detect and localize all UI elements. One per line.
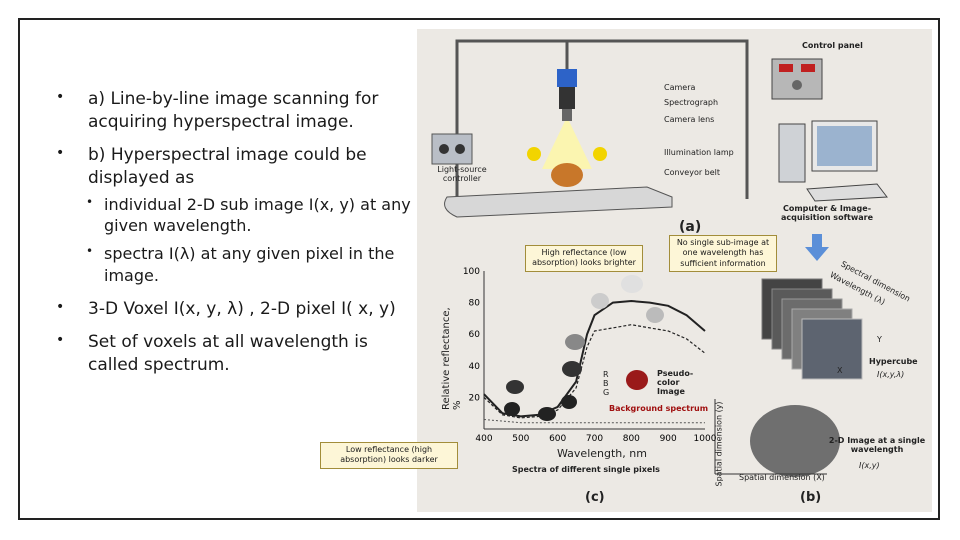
camera-lens-icon [562,109,572,121]
b-label: B [603,379,609,388]
apple-sample-icon [551,163,583,187]
figure-b-label: (b) [800,490,822,505]
light-beam-icon [542,121,592,169]
conveyor-belt-label: Conveyor belt [664,168,721,177]
bullet-c: 3-D Voxel I(x, y, λ) , 2-D pixel I( x, y… [52,298,412,321]
image-2d-formula: I(x,y) [859,461,880,470]
g-label: G [603,388,610,397]
x-tick-1: 500 [512,434,529,444]
bullet-b: b) Hyperspectral image could be displaye… [52,144,412,190]
y-tick-0: 20 [469,393,481,403]
y-tick-3: 80 [469,299,481,309]
camera-lens-label: Camera lens [664,115,715,124]
hypercube-label: Hypercube [869,357,918,366]
bullet-b-sub1: individual 2-D sub image I(x, y) at any … [52,194,412,237]
image-2d-label: 2-D Image at a single wavelength [828,436,926,454]
bullet-a: a) Line-by-line image scanning for acqui… [52,88,412,134]
chart-x-label: Wavelength, nm [557,447,647,460]
apple-2d-image-icon [750,405,840,477]
figure-a-label: (a) [679,219,702,235]
x-tick-4: 800 [623,434,640,444]
spatial-y-label: Spatial dimension (y) [714,401,724,487]
spectrum-line-2 [483,419,705,424]
illumination-lamp-label: Illumination lamp [664,148,734,157]
y-tick-1: 40 [469,362,481,372]
lamp-right-icon [593,147,607,161]
spectrum-line-1 [483,324,706,419]
camera-label: Camera [664,83,696,92]
y-tick-4: 100 [463,267,480,277]
y-tick-2: 60 [469,330,481,340]
callout-low-reflectance: Low reflectance (high absorption) looks … [320,442,458,469]
bullet-d: Set of voxels at all wavelength is calle… [52,331,412,377]
spectrograph-icon [559,87,575,109]
computer-tower-icon [778,123,806,183]
callout-high-reflectance: High reflectance (low absorption) looks … [525,245,643,272]
x-tick-2: 600 [549,434,566,444]
hypercube-x-label: X [837,366,843,375]
x-tick-6: 1000 [694,434,717,444]
camera-icon [557,69,577,87]
hypercube-formula: I(x,y,λ) [877,370,905,379]
slide-frame [18,18,940,520]
x-tick-0: 400 [475,434,492,444]
hypercube-y-label: Y [877,335,882,344]
pseudo-color-apple-icon [626,370,648,390]
x-tick-3: 700 [586,434,603,444]
chart-caption: Spectra of different single pixels [512,465,660,474]
x-tick-5: 900 [660,434,677,444]
down-arrow-icon [805,234,829,261]
chart-y-label: Relative reflectance, % [441,307,463,410]
figure-c-label: (c) [585,490,605,505]
light-source-controller-icon [431,133,473,165]
lamp-left-icon [527,147,541,161]
spectrum-line-0 [483,299,706,418]
bullet-b-sub2: spectra I(λ) at any given pixel in the i… [52,243,412,286]
keyboard-icon [806,183,888,202]
computer-label: Computer & Image-acquisition software [780,204,874,222]
light-source-controller-label: Light-source controller [437,165,487,183]
callout-single-subimage: No single sub-image at one wavelength ha… [669,235,777,273]
pseudo-color-label: Pseudo-color Image [657,369,694,396]
sample-thumbnails [504,275,664,421]
spectrograph-label: Spectrograph [664,98,719,107]
figure-svg: 400 500 600 700 800 900 1000 20 40 60 80 100 [431,39,888,477]
hypercube-stack [761,278,863,380]
scanner-frame [455,39,749,204]
background-spectrum-label: Background spectrum [609,404,709,413]
reflectance-chart: 400 500 600 700 800 900 1000 20 40 60 80 100 [463,267,717,444]
control-panel-label: Control panel [802,41,863,50]
bullet-list: a) Line-by-line image scanning for acqui… [52,88,412,387]
r-label: R [603,370,609,379]
spatial-x-label: Spatial dimension (X) [739,473,825,482]
conveyor-belt-icon [444,186,673,218]
hyperspectral-figure: 400 500 600 700 800 900 1000 20 40 60 80 100 Contro… [320,29,932,512]
